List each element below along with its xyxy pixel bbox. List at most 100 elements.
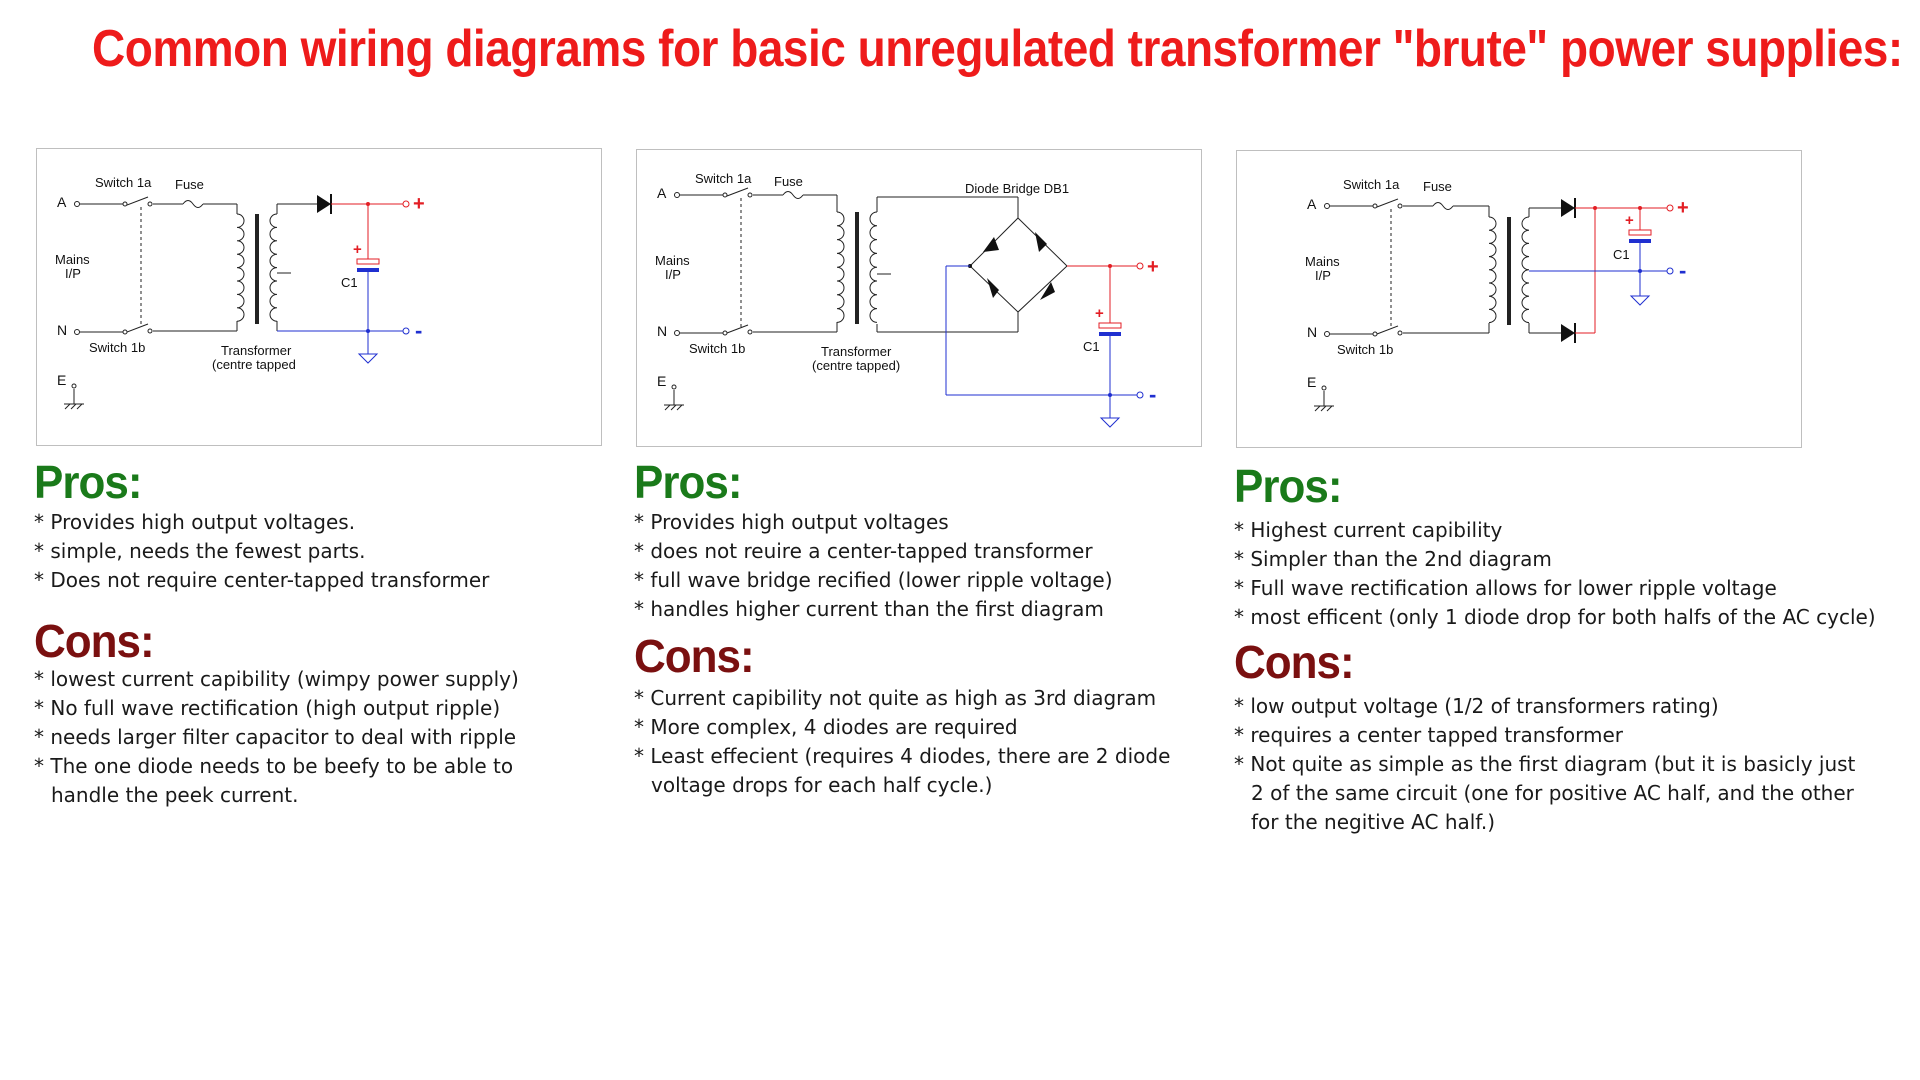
pros-item: * Highest current capibility xyxy=(1234,518,1503,542)
negative-output-label: - xyxy=(415,318,422,343)
fuse-label: Fuse xyxy=(774,174,803,189)
transformer-note: (centre tapped) xyxy=(812,358,900,373)
pros-item: * simple, needs the fewest parts. xyxy=(34,539,366,563)
primary-winding xyxy=(836,211,845,323)
ip-label: I/P xyxy=(65,266,81,281)
switch-1b xyxy=(1376,325,1399,335)
half-wave-circuit: A Switch 1a Fuse Mains I/P N Switch 1b T… xyxy=(55,175,425,410)
capacitor-plate-positive xyxy=(356,258,380,265)
switch-1b xyxy=(126,323,149,333)
diagram-2-notes: Pros: * Provides high output voltages * … xyxy=(634,456,1234,800)
diode-top xyxy=(1561,199,1575,217)
cons-item: * lowest current capibility (wimpy power… xyxy=(34,667,519,691)
capacitor-plate-negative xyxy=(357,268,379,272)
secondary-winding xyxy=(869,211,878,323)
earth-label: E xyxy=(57,372,66,388)
transformer-note: (centre tapped xyxy=(212,357,296,372)
switch-1b-label: Switch 1b xyxy=(1337,342,1393,357)
cap-plus-label: + xyxy=(1095,305,1104,322)
diagram-1-notes: Pros: * Provides high output voltages. *… xyxy=(34,456,614,810)
center-tap-circuit: A Switch 1a Fuse Mains I/P N Switch 1b xyxy=(1305,177,1689,412)
fuse-label: Fuse xyxy=(175,177,204,192)
pros-item: * full wave bridge recified (lower rippl… xyxy=(634,568,1113,592)
cons-item: * Least effecient (requires 4 diodes, th… xyxy=(634,744,1171,768)
bridge-diode xyxy=(987,278,999,298)
ip-label: I/P xyxy=(1315,268,1331,283)
cons-item: * The one diode needs to be beefy to be … xyxy=(34,754,514,778)
cons-item: * low output voltage (1/2 of transformer… xyxy=(1234,694,1719,718)
terminal-a-label: A xyxy=(57,194,67,210)
page-title: Common wiring diagrams for basic unregul… xyxy=(92,19,1903,78)
switch-1a xyxy=(1376,198,1399,208)
pros-item: * handles higher current than the first … xyxy=(634,597,1104,621)
primary-winding xyxy=(1488,216,1497,324)
cons-heading: Cons: xyxy=(1234,636,1355,689)
capacitor-plate-positive xyxy=(1098,322,1122,329)
pros-heading: Pros: xyxy=(1234,460,1342,513)
diagram-3-notes: Pros: * Highest current capibility * Sim… xyxy=(1234,460,1914,837)
pros-item: * Full wave rectification allows for low… xyxy=(1234,576,1777,600)
cons-item: * More complex, 4 diodes are required xyxy=(634,715,1018,739)
switch-1a-label: Switch 1a xyxy=(695,171,752,186)
fuse-label: Fuse xyxy=(1423,179,1452,194)
switch-1b xyxy=(726,324,749,334)
mains-label: Mains xyxy=(55,252,90,267)
switch-1a xyxy=(126,196,149,206)
earth-label: E xyxy=(1307,374,1316,390)
pros-item: * Simpler than the 2nd diagram xyxy=(1234,547,1552,571)
capacitor-label: C1 xyxy=(1613,247,1630,262)
negative-output-label: - xyxy=(1679,258,1686,283)
cons-item-continuation: 2 of the same circuit (one for positive … xyxy=(1251,781,1854,805)
fuse-symbol xyxy=(782,191,804,199)
pros-heading: Pros: xyxy=(634,456,742,509)
cons-item: * No full wave rectification (high outpu… xyxy=(34,696,501,720)
switch-1b-label: Switch 1b xyxy=(689,341,745,356)
cons-item: * requires a center tapped transformer xyxy=(1234,723,1623,747)
pros-item: * most efficent (only 1 diode drop for b… xyxy=(1234,605,1876,629)
terminal-n-label: N xyxy=(657,323,667,339)
diagram-half-wave: A Switch 1a Fuse Mains I/P N Switch 1b T… xyxy=(36,148,602,446)
terminal-n-label: N xyxy=(57,322,67,338)
positive-output-label: + xyxy=(1147,256,1159,278)
fuse-symbol xyxy=(182,200,204,208)
switch-1a-label: Switch 1a xyxy=(95,175,152,190)
primary-winding xyxy=(236,213,245,322)
cons-item-continuation: for the negitive AC half.) xyxy=(1251,810,1496,834)
bridge-diode xyxy=(1040,282,1055,300)
terminal-a-label: A xyxy=(1307,196,1317,212)
positive-output-label: + xyxy=(413,193,425,215)
transformer-core xyxy=(1507,217,1511,325)
ip-label: I/P xyxy=(665,267,681,282)
ground-symbol xyxy=(1629,295,1651,306)
capacitor-plate-positive xyxy=(1628,229,1652,236)
cons-item-continuation: voltage drops for each half cycle.) xyxy=(651,773,993,797)
secondary-winding xyxy=(269,213,278,322)
positive-output-label: + xyxy=(1677,197,1689,219)
mains-label: Mains xyxy=(655,253,690,268)
terminal-a-label: A xyxy=(657,185,667,201)
mains-label: Mains xyxy=(1305,254,1340,269)
bridge-label: Diode Bridge DB1 xyxy=(965,181,1069,196)
switch-1b-label: Switch 1b xyxy=(89,340,145,355)
diode-bottom xyxy=(1561,324,1575,342)
transformer-core xyxy=(855,212,859,324)
cap-plus-label: + xyxy=(1625,212,1634,229)
capacitor-label: C1 xyxy=(341,275,358,290)
bridge-circuit: A Switch 1a Fuse Mains I/P N Switch 1b T… xyxy=(655,171,1159,428)
switch-1a-label: Switch 1a xyxy=(1343,177,1400,192)
transformer-core xyxy=(255,214,259,324)
diagram-center-tap: A Switch 1a Fuse Mains I/P N Switch 1b xyxy=(1236,150,1802,448)
secondary-winding xyxy=(1521,216,1530,324)
capacitor-plate-negative xyxy=(1099,332,1121,336)
pros-heading: Pros: xyxy=(34,456,142,509)
pros-item: * Does not require center-tapped transfo… xyxy=(34,568,490,592)
ground-symbol xyxy=(357,353,379,364)
earth-label: E xyxy=(657,373,666,389)
negative-output-label: - xyxy=(1149,382,1156,407)
bridge-diode xyxy=(983,237,999,252)
terminal-n-label: N xyxy=(1307,324,1317,340)
diode-bridge xyxy=(969,217,1068,313)
cons-item-continuation: handle the peek current. xyxy=(51,783,299,807)
switch-1a xyxy=(726,187,749,197)
cons-item: * needs larger filter capacitor to deal … xyxy=(34,725,517,749)
